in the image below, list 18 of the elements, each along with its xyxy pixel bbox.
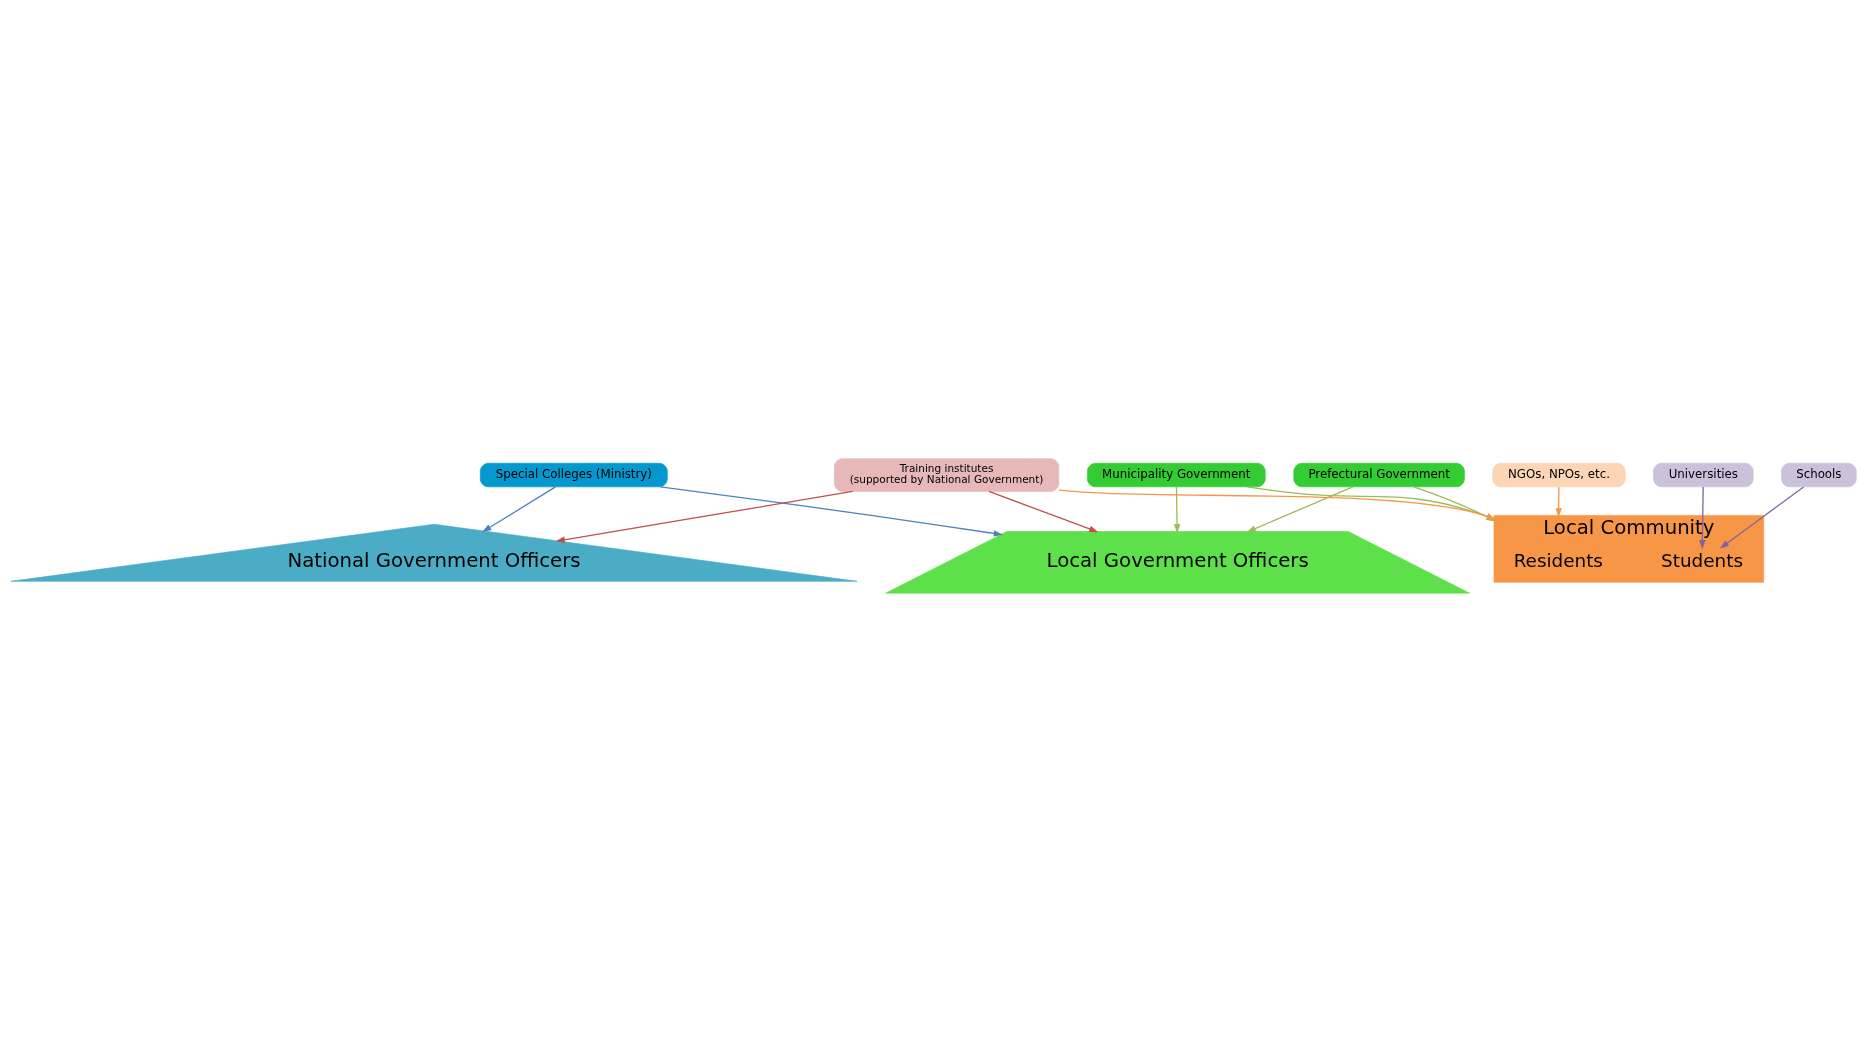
arrow [482,485,557,532]
arrow [1246,485,1354,532]
arrow [555,490,854,543]
arrow [1173,485,1181,533]
arrow [1555,485,1562,517]
arrow [1699,485,1706,549]
node-text: Students [1661,549,1743,571]
node-box: Special Colleges (Ministry) [479,462,668,487]
node-box: Schools [1781,462,1857,487]
arrow [1719,485,1805,549]
node-text: Residents [1513,549,1603,571]
arrow [988,490,1099,532]
node-box: Municipality Government [1087,462,1266,487]
node-box: Prefectural Government [1293,462,1465,487]
node-box: Universities [1653,462,1754,487]
node-box: Training institutes (supported by National Government) [834,457,1060,492]
node-box: NGOs, NPOs, etc. [1492,462,1626,487]
arrow [659,485,1003,537]
